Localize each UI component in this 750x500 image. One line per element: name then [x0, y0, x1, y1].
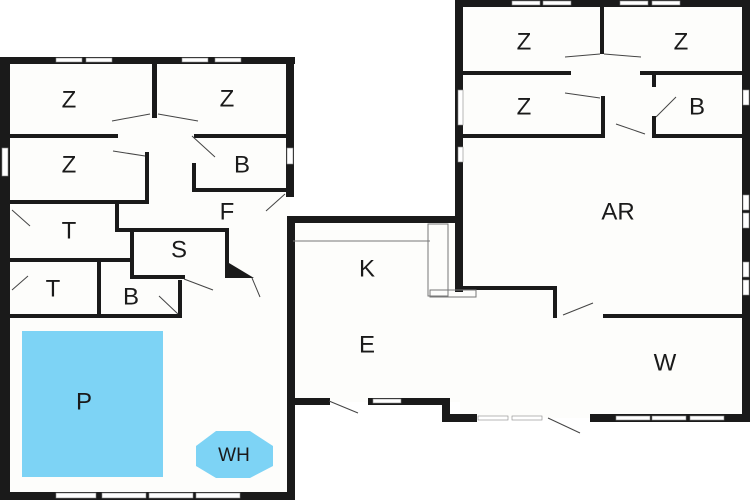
room-label-t2: T — [46, 275, 61, 302]
room-label-w: W — [654, 349, 677, 376]
room-label-b2: B — [123, 283, 139, 310]
door-swings — [11, 53, 677, 434]
room-label-z5: Z — [674, 28, 689, 55]
room-label-z3: Z — [62, 151, 77, 178]
room-label-b3: B — [689, 93, 705, 120]
room-label-z6: Z — [517, 93, 532, 120]
whirlpool — [196, 431, 273, 478]
room-label-wh: WH — [218, 445, 250, 466]
fixtures — [293, 223, 477, 298]
room-label-e: E — [359, 331, 375, 358]
room-label-t1: T — [62, 217, 77, 244]
room-label-b1: B — [234, 151, 250, 178]
room-label-p: P — [76, 388, 92, 415]
room-label-z4: Z — [517, 28, 532, 55]
room-label-ar: AR — [601, 198, 634, 225]
room-label-f: F — [220, 198, 235, 225]
room-label-z1: Z — [62, 86, 77, 113]
room-label-s: S — [171, 236, 187, 263]
room-label-k: K — [359, 255, 375, 282]
room-label-z2: Z — [220, 85, 235, 112]
pool — [22, 331, 163, 477]
room-labels: Z Z Z B F T S T B P WH Z Z Z B AR K E W — [46, 28, 705, 466]
